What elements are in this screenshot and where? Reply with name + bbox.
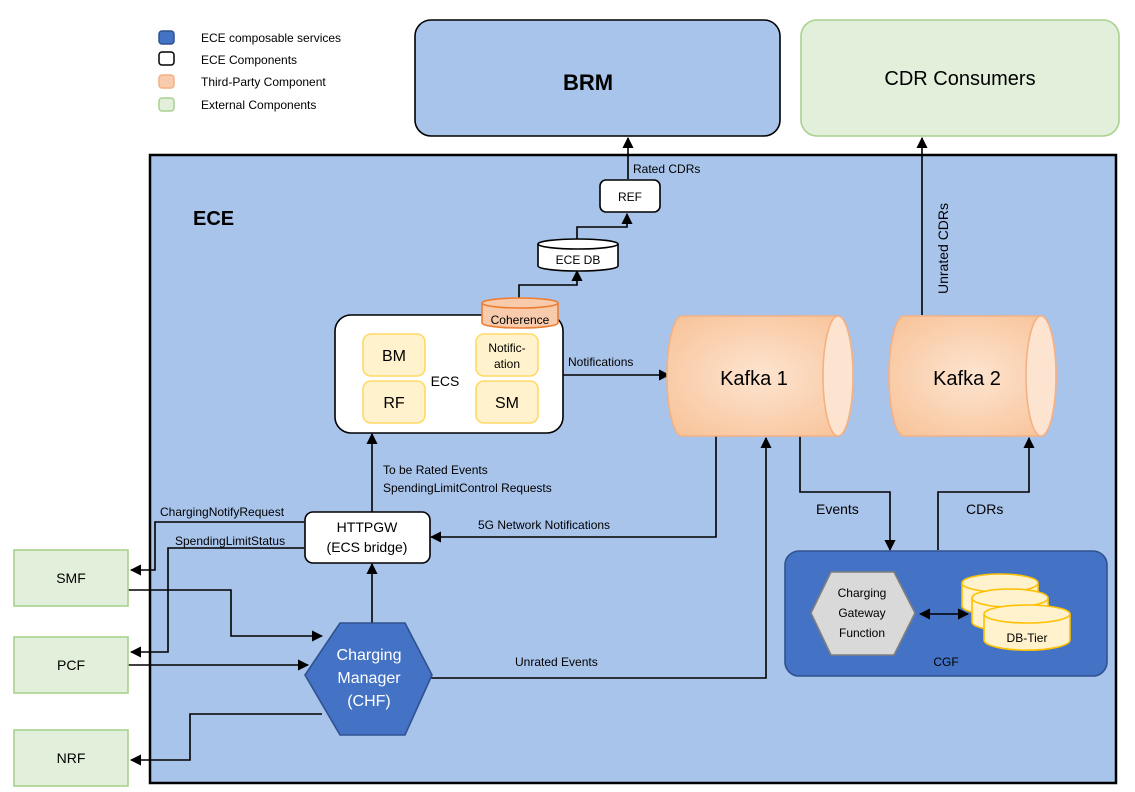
kafka2-cylinder: Kafka 2 [888, 315, 1057, 437]
module-notification-label-1: Notific- [488, 341, 525, 355]
edge-label-5g-notifications: 5G Network Notifications [478, 518, 610, 532]
module-notification-label-2: ation [494, 357, 520, 371]
db-tier-label: DB-Tier [1007, 631, 1048, 645]
ecs-label: ECS [431, 373, 460, 389]
kafka1-cylinder: Kafka 1 [666, 315, 854, 437]
edge-chf-to-kafka1 [431, 436, 772, 679]
kafka2-label: Kafka 2 [933, 368, 1001, 390]
chf-hexagon [304, 622, 433, 736]
module-notification [475, 333, 539, 377]
edge-label-to-be-rated-2: SpendingLimitControl Requests [383, 481, 552, 495]
edge-label-spending-limit-status: SpendingLimitStatus [175, 534, 285, 548]
legend-swatch-external [158, 97, 175, 112]
pcf-label: PCF [57, 657, 85, 673]
brm-label: BRM [563, 70, 613, 95]
edge-label-charging-notify: ChargingNotifyRequest [160, 505, 285, 519]
cgf-func-label-3: Function [839, 626, 885, 640]
module-rf [362, 380, 426, 424]
ece-area [148, 153, 1118, 785]
chf-label-3: (CHF) [347, 693, 391, 710]
kafka1-label: Kafka 1 [720, 368, 788, 390]
edge-httpgw-to-smf [129, 521, 304, 576]
edge-label-notifications: Notifications [568, 355, 633, 369]
legend-swatch-composable [158, 30, 175, 45]
edge-label-rated-cdrs: Rated CDRs [633, 162, 700, 176]
module-bm [362, 333, 426, 377]
module-sm-label: SM [495, 395, 519, 412]
legend-label-external: External Components [201, 98, 316, 112]
legend-label-ece-components: ECE Components [201, 53, 297, 67]
chf-label-2: Manager [337, 670, 401, 687]
ref-label: REF [618, 190, 642, 204]
edge-label-unrated-events: Unrated Events [515, 655, 598, 669]
legend: ECE composable services ECE Components T… [158, 30, 341, 112]
cgf-func-label-2: Gateway [838, 606, 885, 620]
ece-db-label: ECE DB [556, 253, 601, 267]
pcf-box [13, 636, 129, 694]
ece-label: ECE [193, 208, 234, 230]
module-bm-label: BM [382, 348, 406, 365]
cdr-consumers-box [800, 19, 1120, 137]
chf-label-1: Charging [337, 647, 402, 664]
coherence-cylinder: Coherence [481, 297, 559, 329]
nrf-box [13, 729, 129, 787]
ref-box [599, 179, 661, 213]
smf-label: SMF [56, 570, 86, 586]
charging-gateway-function-hexagon [810, 571, 916, 656]
edge-chf-to-nrf [129, 713, 322, 766]
module-rf-label: RF [383, 395, 405, 412]
httpgw-label-1: HTTPGW [337, 519, 398, 535]
edge-smf-to-chf [128, 589, 324, 642]
brm-box [414, 19, 781, 137]
cgf-label: CGF [933, 655, 958, 669]
legend-label-composable: ECE composable services [201, 31, 341, 45]
coherence-label: Coherence [491, 313, 550, 327]
httpgw-label-2: (ECS bridge) [327, 539, 408, 555]
edge-label-cdrs: CDRs [966, 501, 1003, 517]
cdr-consumers-label: CDR Consumers [884, 68, 1035, 90]
edge-label-unrated-cdrs: Unrated CDRs [935, 203, 951, 294]
httpgw-box [304, 511, 431, 564]
edge-coherence-to-ecedb [518, 269, 583, 299]
module-sm [475, 380, 539, 424]
legend-label-third-party: Third-Party Component [201, 75, 326, 89]
db-tier-cylinders: DB-Tier [961, 573, 1071, 651]
cgf-func-label-1: Charging [838, 586, 887, 600]
legend-swatch-third-party [158, 74, 175, 89]
smf-box [13, 549, 129, 607]
legend-swatch-ece-components [158, 51, 175, 66]
edge-label-events: Events [816, 501, 859, 517]
edge-ecedb-to-ref [576, 212, 633, 241]
nrf-label: NRF [57, 750, 86, 766]
edge-kafka1-to-cgf [799, 436, 896, 552]
edge-cgf-to-kafka2 [937, 436, 1035, 550]
edge-kafka1-to-httpgw [429, 436, 717, 543]
ece-db-cylinder: ECE DB [537, 238, 619, 272]
edge-httpgw-to-pcf [129, 547, 304, 658]
edge-label-to-be-rated-1: To be Rated Events [383, 463, 488, 477]
